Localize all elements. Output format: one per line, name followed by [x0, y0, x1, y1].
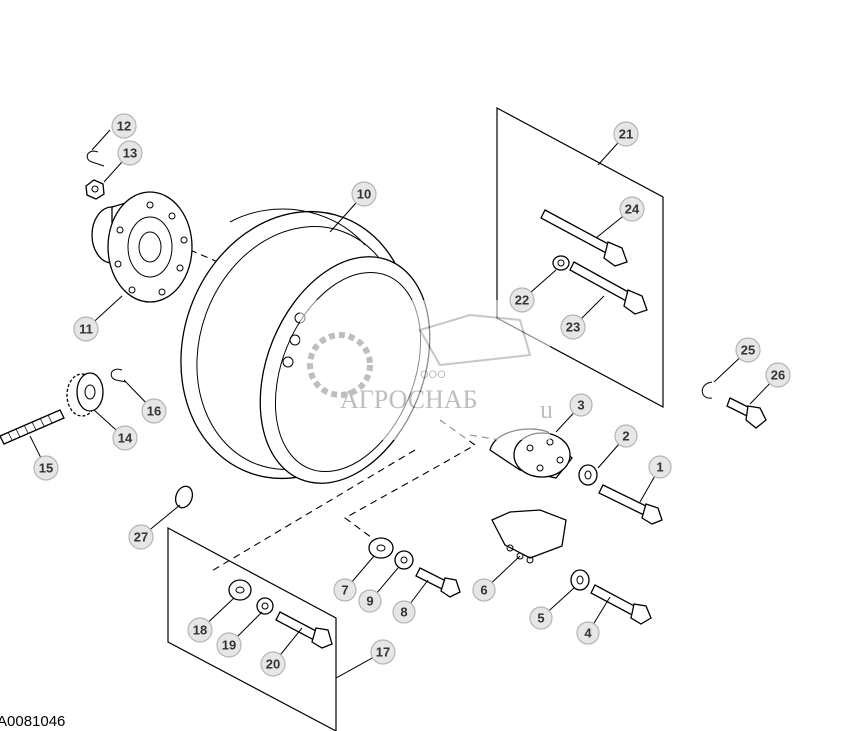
callout-25: 25 — [735, 337, 761, 363]
svg-text:20: 20 — [266, 657, 280, 672]
svg-text:24: 24 — [625, 202, 640, 217]
callout-21: 21 — [613, 121, 639, 147]
wheel-hub — [91, 191, 193, 303]
svg-text:21: 21 — [619, 127, 633, 142]
callout-27: 27 — [128, 524, 154, 550]
callout-17: 17 — [370, 639, 396, 665]
callout-24: 24 — [619, 196, 645, 222]
kit-panel-17 — [167, 526, 337, 731]
callout-6: 6 — [472, 578, 496, 602]
svg-text:1: 1 — [656, 460, 663, 475]
washer-7 — [368, 537, 394, 559]
washer-18 — [228, 579, 252, 601]
callout-26: 26 — [765, 362, 791, 388]
washer-9 — [394, 550, 414, 570]
callout-7: 7 — [333, 578, 357, 602]
washer-5 — [570, 569, 590, 591]
callout-22: 22 — [509, 287, 535, 313]
svg-text:27: 27 — [134, 530, 148, 545]
washer-19 — [256, 597, 274, 615]
svg-text:22: 22 — [515, 293, 529, 308]
svg-text:25: 25 — [741, 343, 755, 358]
callout-5: 5 — [529, 606, 553, 630]
svg-text:15: 15 — [39, 461, 53, 476]
svg-text:3: 3 — [577, 398, 584, 413]
callout-13: 13 — [117, 140, 143, 166]
callout-19: 19 — [216, 632, 242, 658]
callout-3: 3 — [569, 393, 593, 417]
threaded-shaft — [0, 409, 65, 445]
callout-20: 20 — [260, 651, 286, 677]
svg-text:4: 4 — [584, 626, 592, 641]
svg-text:10: 10 — [357, 187, 371, 202]
svg-text:6: 6 — [480, 583, 487, 598]
callout-18: 18 — [187, 617, 213, 643]
svg-text:19: 19 — [222, 638, 236, 653]
svg-text:7: 7 — [341, 583, 348, 598]
svg-text:2: 2 — [622, 429, 629, 444]
callout-12: 12 — [111, 113, 137, 139]
drive-gear — [66, 372, 104, 417]
svg-text:23: 23 — [566, 320, 580, 335]
callout-2: 2 — [614, 424, 638, 448]
watermark-prefix: ООО — [420, 369, 446, 381]
spring-clip — [110, 368, 127, 383]
callout-10: 10 — [351, 181, 377, 207]
svg-text:14: 14 — [118, 431, 133, 446]
bolt-1 — [598, 484, 663, 525]
svg-text:5: 5 — [537, 611, 544, 626]
bolt-4 — [590, 584, 652, 625]
svg-text:13: 13 — [123, 146, 137, 161]
bolt-26 — [726, 397, 767, 429]
svg-text:11: 11 — [79, 322, 93, 337]
washer-22 — [552, 255, 570, 271]
svg-text:12: 12 — [117, 119, 131, 134]
cotter-pin — [86, 150, 105, 167]
svg-text:16: 16 — [147, 404, 161, 419]
spacer-bracket-6 — [491, 509, 567, 564]
callout-8: 8 — [392, 600, 416, 624]
callout-15: 15 — [33, 455, 59, 481]
callout-14: 14 — [112, 425, 138, 451]
long-bolt-24 — [540, 209, 628, 267]
bolt-8 — [415, 567, 461, 598]
document-id: A0081046 — [0, 713, 65, 730]
bolt-23 — [569, 261, 648, 315]
watermark-suffix: u — [540, 395, 553, 424]
castle-nut — [85, 179, 105, 200]
callout-16: 16 — [141, 398, 167, 424]
watermark-name: АГРОСНАБ — [340, 385, 478, 414]
callout-9: 9 — [358, 589, 382, 613]
svg-text:17: 17 — [376, 645, 390, 660]
svg-text:18: 18 — [193, 623, 207, 638]
watermark: ООО АГРОСНАБ u — [300, 300, 553, 440]
svg-text:8: 8 — [400, 605, 407, 620]
callout-11: 11 — [73, 316, 99, 342]
snap-ring — [701, 381, 713, 399]
spacer-bracket-3 — [489, 428, 573, 479]
callout-4: 4 — [576, 621, 600, 645]
callout-1: 1 — [648, 455, 672, 479]
washer-2 — [578, 464, 598, 486]
svg-text:26: 26 — [771, 368, 785, 383]
callout-23: 23 — [560, 314, 586, 340]
o-ring — [174, 485, 194, 509]
bolt-20 — [275, 611, 333, 649]
svg-text:9: 9 — [366, 594, 373, 609]
